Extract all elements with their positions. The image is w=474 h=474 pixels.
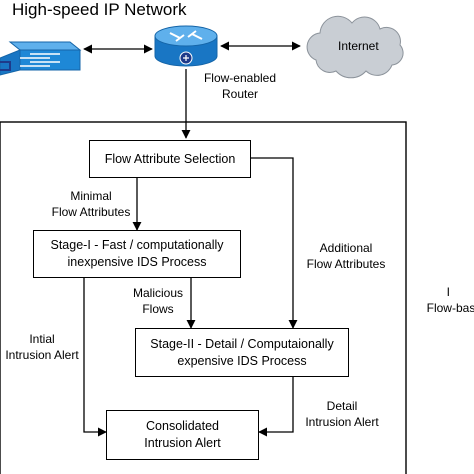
router-icon	[154, 25, 218, 67]
initial-alert-label: Intial Intrusion Alert	[0, 331, 84, 363]
router-label-line2: Router	[221, 87, 259, 101]
initial-line2: Intrusion Alert	[5, 348, 79, 362]
stage1-line1: Stage-I - Fast / computationally	[50, 238, 224, 252]
initial-line1: Intial	[29, 332, 55, 346]
additional-attributes-label: Additional Flow Attributes	[298, 240, 394, 272]
minimal-line2: Flow Attributes	[51, 205, 131, 219]
detail-line2: Intrusion Alert	[305, 415, 379, 429]
malicious-flows-label: Malicious Flows	[128, 285, 188, 317]
stage2-line1: Stage-II - Detail / Computaionally	[150, 336, 334, 351]
additional-line1: Additional	[319, 241, 373, 255]
minimal-attributes-label: Minimal Flow Attributes	[46, 188, 136, 220]
stage2-box: Stage-II - Detail / Computaionally expen…	[135, 328, 349, 377]
stage1-box: Stage-I - Fast / computationally inexpen…	[33, 230, 241, 278]
router-label: Flow-enabled Router	[202, 70, 278, 102]
diagram-title: High-speed IP Network	[12, 0, 187, 19]
stage2-line2: expensive IDS Process	[177, 353, 307, 368]
side-line1: I	[446, 285, 450, 299]
minimal-line1: Minimal	[70, 189, 112, 203]
malicious-line2: Flows	[142, 302, 174, 316]
malicious-line1: Malicious	[132, 286, 183, 300]
side-label: I Flow-base	[414, 284, 474, 316]
switch-icon	[0, 41, 82, 76]
stage1-line2: inexpensive IDS Process	[67, 255, 207, 269]
router-label-line1: Flow-enabled	[203, 71, 277, 85]
detail-alert-label: Detail Intrusion Alert	[300, 398, 384, 430]
consolidated-line1: Consolidated	[146, 419, 219, 433]
flow-attribute-selection-text: Flow Attribute Selection	[104, 151, 236, 166]
additional-line2: Flow Attributes	[306, 257, 386, 271]
consolidated-alert-box: Consolidated Intrusion Alert	[106, 410, 259, 460]
internet-label: Internet	[338, 39, 379, 53]
side-line2: Flow-base	[426, 301, 474, 315]
system-frame	[0, 121, 407, 474]
consolidated-line2: Intrusion Alert	[144, 436, 221, 450]
flow-attribute-selection-box: Flow Attribute Selection	[89, 140, 251, 178]
cloud-icon	[306, 15, 404, 79]
detail-line1: Detail	[326, 399, 358, 413]
